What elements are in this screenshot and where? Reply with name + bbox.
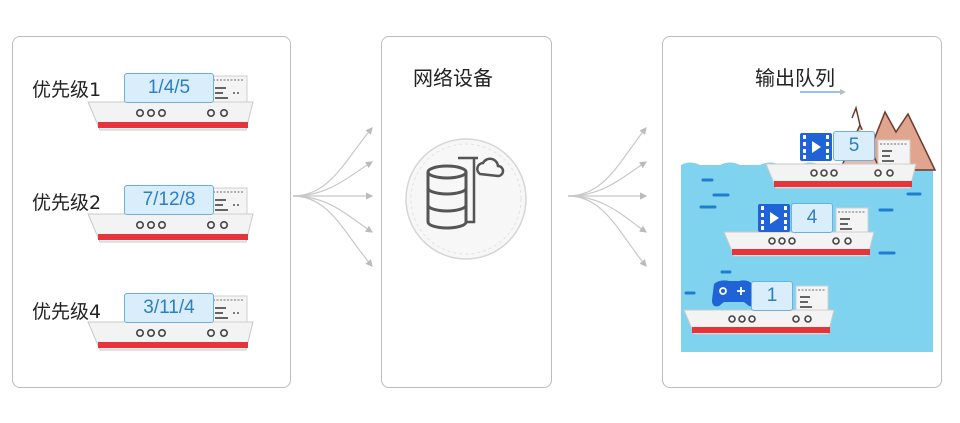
packet-box-priority-1: 1/4/5 [124,73,214,103]
output-packet-1: 1 [751,281,793,311]
priority-label-2: 优先级2 [32,192,102,214]
video-icon [758,204,790,232]
network-device-title: 网络设备 [413,66,493,90]
priority-label-1: 优先级1 [32,79,102,101]
video-icon [800,133,832,161]
packet-box-priority-2: 7/12/8 [124,185,214,215]
gamepad-icon [712,280,756,307]
flow-arrows-out [567,127,648,267]
flow-arrows-in [292,127,374,267]
packet-box-priority-4: 3/11/4 [124,293,214,323]
output-packet-5: 5 [833,131,875,161]
output-packet-4: 4 [791,203,833,233]
database-cloud-icon [405,138,527,260]
output-queue-title: 输出队列 [755,66,835,90]
priority-label-4: 优先级4 [32,301,102,323]
